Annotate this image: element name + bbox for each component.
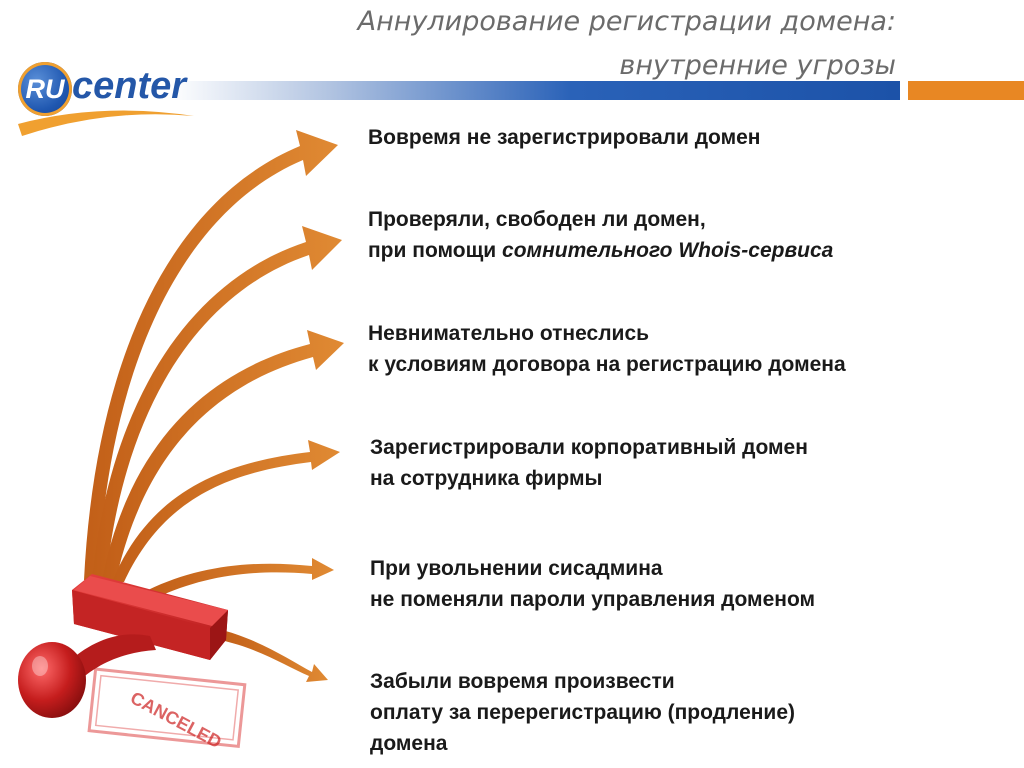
reason-item-6: Забыли вовремя произвести оплату за пере… [370, 666, 795, 759]
arrow-2 [92, 226, 342, 580]
slide-title-line-2: внутренние угрозы [619, 50, 896, 81]
arrow-6 [220, 630, 328, 682]
stamp-imprint: CANCELED [87, 667, 247, 753]
arrow-4 [112, 440, 340, 582]
reason-item-5: При увольнении сисадмина не поменяли пар… [370, 553, 815, 615]
reason-1-line-1: Вовремя не зарегистрировали домен [368, 126, 761, 149]
reason-6-line-1: Забыли вовремя произвести [370, 670, 675, 693]
reason-2-line-2: при помощи сомнительного Whois-сервиса [368, 235, 833, 266]
reason-4-line-2: на сотрудника фирмы [370, 467, 603, 490]
reason-item-3: Невнимательно отнеслись к условиям догов… [368, 318, 846, 380]
reason-6-line-3: домена [370, 732, 448, 755]
logo-mark-icon: RU [18, 62, 72, 116]
arrow-1 [84, 130, 338, 580]
header-bar-blue [170, 81, 900, 100]
header-bar-orange [908, 81, 1024, 100]
reason-4-line-1: Зарегистрировали корпоративный домен [370, 436, 808, 459]
reason-3-line-2: к условиям договора на регистрацию домен… [368, 353, 846, 376]
ru-center-logo: RU center [12, 58, 202, 140]
arrow-5 [148, 558, 334, 598]
reason-item-4: Зарегистрировали корпоративный домен на … [370, 432, 808, 494]
reason-item-2: Проверяли, свободен ли домен, при помощи… [368, 204, 833, 266]
slide-title-line-1: Аннулирование регистрации домена: [357, 6, 896, 37]
reason-2-line-1: Проверяли, свободен ли домен, [368, 208, 706, 231]
logo-swoosh-icon [18, 110, 194, 136]
reason-item-1: Вовремя не зарегистрировали домен [368, 122, 761, 153]
logo-wordmark: center [72, 65, 187, 107]
reason-5-line-1: При увольнении сисадмина [370, 557, 663, 580]
arrow-3 [102, 330, 344, 580]
reason-5-line-2: не поменяли пароли управления доменом [370, 588, 816, 611]
slide-title: Аннулирование регистрации домена: внутре… [358, 0, 896, 88]
reason-3-line-1: Невнимательно отнеслись [368, 322, 650, 345]
reason-2-line-2-prefix: при помощи [368, 239, 503, 262]
reason-2-line-2-italic: сомнительного Whois-сервиса [502, 239, 834, 262]
reason-6-line-2: оплату за перерегистрацию (продление) [370, 701, 796, 724]
stamp-label: CANCELED [127, 688, 225, 753]
